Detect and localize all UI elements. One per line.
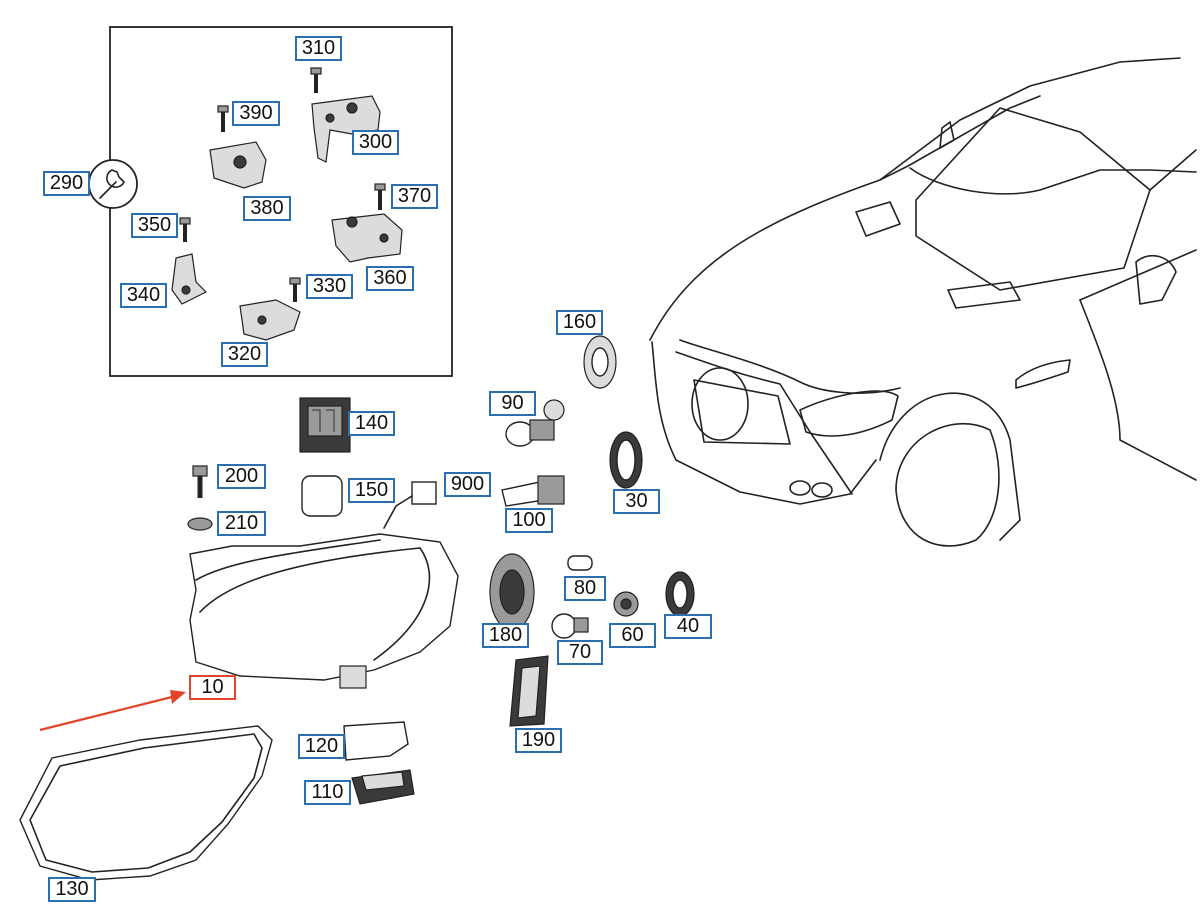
bolt-200-icon	[192, 465, 208, 498]
screw-370-icon	[374, 183, 386, 210]
callout-900[interactable]: 900	[444, 472, 491, 497]
callout-210[interactable]: 210	[217, 511, 266, 536]
callout-370[interactable]: 370	[391, 184, 438, 209]
callout-70[interactable]: 70	[557, 640, 603, 665]
bulb-90-icon	[505, 399, 565, 447]
callout-300[interactable]: 300	[352, 130, 399, 155]
screw-330-icon	[289, 277, 301, 302]
car-outline	[649, 57, 1197, 547]
headlamp-10-icon	[189, 533, 459, 689]
socket-60-icon	[613, 591, 639, 617]
highlight-arrow	[39, 690, 186, 732]
bracket-320-icon	[239, 299, 301, 341]
cover-190-icon	[509, 655, 549, 727]
callout-190[interactable]: 190	[515, 728, 562, 753]
callout-30[interactable]: 30	[613, 489, 660, 514]
callout-40[interactable]: 40	[664, 614, 712, 639]
callout-310[interactable]: 310	[295, 36, 342, 61]
wrench-tool-icon	[88, 159, 138, 209]
callout-140[interactable]: 140	[348, 411, 395, 436]
callout-320[interactable]: 320	[221, 342, 268, 367]
screw-310-icon	[310, 67, 322, 93]
callout-150[interactable]: 150	[348, 478, 395, 503]
callout-80[interactable]: 80	[564, 576, 606, 601]
callout-10[interactable]: 10	[189, 675, 236, 700]
callout-90[interactable]: 90	[489, 391, 536, 416]
callout-200[interactable]: 200	[217, 464, 266, 489]
bracket-340-icon	[171, 253, 208, 305]
callout-160[interactable]: 160	[556, 310, 603, 335]
bulb-100-icon	[501, 475, 565, 507]
bracket-380-icon	[209, 141, 267, 189]
gasket-150-icon	[301, 475, 343, 517]
callout-110[interactable]: 110	[304, 780, 351, 805]
callout-360[interactable]: 360	[366, 266, 414, 291]
washer-210-icon	[187, 517, 213, 531]
callout-60[interactable]: 60	[609, 623, 656, 648]
callout-340[interactable]: 340	[120, 283, 167, 308]
callout-350[interactable]: 350	[131, 213, 178, 238]
bulb-80-icon	[567, 555, 593, 571]
gasket-120-icon	[343, 721, 409, 761]
screw-390-icon	[217, 105, 229, 132]
callout-180[interactable]: 180	[482, 623, 529, 648]
seal-30-icon	[609, 431, 643, 489]
seal-40-icon	[665, 571, 695, 617]
callout-380[interactable]: 380	[243, 196, 291, 221]
screw-350-icon	[179, 217, 191, 242]
cap-160-icon	[583, 335, 617, 389]
callout-390[interactable]: 390	[232, 101, 280, 126]
bracket-360-icon	[331, 213, 403, 263]
module-110-icon	[351, 769, 415, 805]
control-unit-140-icon	[299, 397, 351, 453]
bracket-300-icon	[311, 95, 381, 163]
callout-330[interactable]: 330	[306, 274, 353, 299]
callout-120[interactable]: 120	[298, 734, 345, 759]
cap-180-icon	[489, 553, 535, 631]
callout-130[interactable]: 130	[48, 877, 96, 902]
callout-100[interactable]: 100	[505, 508, 553, 533]
cable-900-icon	[383, 481, 437, 529]
lens-130-icon	[19, 725, 273, 881]
callout-290[interactable]: 290	[43, 171, 90, 196]
bulb-70-icon	[551, 613, 589, 639]
